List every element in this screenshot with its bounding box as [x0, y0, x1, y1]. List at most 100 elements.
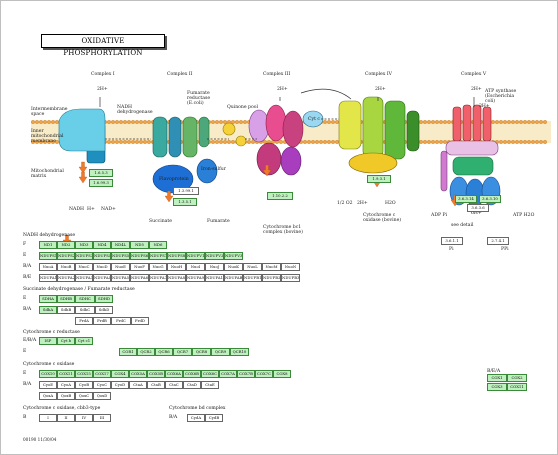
gene-box[interactable]: COX17 — [93, 370, 111, 378]
gene-box[interactable]: QCR2 — [137, 348, 155, 356]
gene-box[interactable]: NDUFS5 — [111, 252, 130, 260]
gene-box[interactable]: COX5A — [129, 370, 147, 378]
gene-box[interactable]: CtaD — [183, 381, 201, 389]
gene-box[interactable]: NuoC — [75, 263, 93, 271]
gene-box[interactable]: NuoF — [130, 263, 149, 271]
gene-box[interactable]: QoxD — [93, 392, 111, 400]
gene-box[interactable]: NDUFV2 — [205, 252, 224, 260]
gene-box[interactable]: NuoD — [93, 263, 111, 271]
gene-box[interactable]: COX6C — [201, 370, 219, 378]
gene-box[interactable]: CyoD — [111, 381, 129, 389]
gene-box[interactable]: COX6A — [165, 370, 183, 378]
ec-3-6-3-14[interactable]: 3.6.3.14 — [455, 195, 477, 203]
gene-box[interactable]: NuoE — [111, 263, 130, 271]
gene-box[interactable]: I — [39, 414, 57, 422]
gene-box[interactable]: SDHC — [75, 295, 95, 303]
gene-box[interactable]: CydB — [205, 414, 223, 422]
gene-box[interactable]: II — [57, 414, 75, 422]
gene-box[interactable]: NDUFAB1 — [224, 274, 243, 282]
gene-box[interactable]: ISP — [39, 337, 57, 345]
gene-box[interactable]: COX7B — [237, 370, 255, 378]
gene-box[interactable]: NDUFA7 — [149, 274, 167, 282]
gene-box[interactable]: COX6B — [183, 370, 201, 378]
gene-box[interactable]: COX10 — [39, 370, 57, 378]
gene-box[interactable]: NDUFB3 — [281, 274, 300, 282]
gene-box[interactable]: COX11 — [507, 383, 527, 391]
gene-box[interactable]: NDUFA4 — [93, 274, 111, 282]
gene-box[interactable]: NDUFA8 — [167, 274, 186, 282]
gene-box[interactable]: COX7C — [255, 370, 273, 378]
gene-box[interactable]: ND2 — [57, 241, 75, 249]
gene-box[interactable]: NDUFS7 — [149, 252, 167, 260]
gene-box[interactable]: NDUFB2 — [262, 274, 281, 282]
gene-box[interactable]: SdhA — [39, 306, 57, 314]
gene-box[interactable]: FrdB — [93, 317, 111, 325]
gene-box[interactable]: QoxA — [39, 392, 57, 400]
gene-box[interactable]: ND4 — [93, 241, 111, 249]
ec-1-9-3-1[interactable]: 1.9.3.1 — [367, 175, 391, 183]
gene-box[interactable]: ND1 — [39, 241, 57, 249]
gene-box[interactable]: CtaA — [129, 381, 147, 389]
gene-box[interactable]: NuoJ — [205, 263, 224, 271]
gene-box[interactable]: ND5 — [130, 241, 149, 249]
gene-box[interactable]: NDUFA9 — [186, 274, 205, 282]
gene-box[interactable]: COR1 — [119, 348, 137, 356]
gene-box[interactable]: ND3 — [75, 241, 93, 249]
gene-box[interactable]: NDUFS3 — [75, 252, 93, 260]
gene-box[interactable]: SDHA — [39, 295, 57, 303]
gene-box[interactable]: NDUFS4 — [93, 252, 111, 260]
gene-box[interactable]: COX5B — [147, 370, 165, 378]
gene-box[interactable]: FrdA — [75, 317, 93, 325]
gene-box[interactable]: NuoM — [262, 263, 281, 271]
gene-box[interactable]: NDUFA1 — [39, 274, 57, 282]
gene-box[interactable]: COX2 — [507, 374, 527, 382]
gene-box[interactable]: SdhC — [75, 306, 95, 314]
gene-box[interactable]: CtaC — [165, 381, 183, 389]
gene-box[interactable]: SdhB — [57, 306, 75, 314]
gene-box[interactable]: COX15 — [75, 370, 93, 378]
ec-1-10-2-2[interactable]: 1.10.2.2 — [267, 192, 293, 200]
gene-box[interactable]: QCR7 — [173, 348, 192, 356]
gene-box[interactable]: NDUFB1 — [243, 274, 262, 282]
gene-box[interactable]: COX4 — [111, 370, 129, 378]
gene-box[interactable]: CydA — [187, 414, 205, 422]
gene-box[interactable]: NDUFA3 — [75, 274, 93, 282]
gene-box[interactable]: COX1 — [487, 374, 507, 382]
gene-box[interactable]: SDHD — [95, 295, 113, 303]
ec-3-6-1-1[interactable]: 3.6.1.1 — [441, 237, 463, 245]
gene-box[interactable]: QCR6 — [155, 348, 173, 356]
gene-box[interactable]: NuoB — [57, 263, 75, 271]
gene-box[interactable]: COX3 — [487, 383, 507, 391]
gene-box[interactable]: NDUFV1 — [186, 252, 205, 260]
gene-box[interactable]: CyoC — [93, 381, 111, 389]
gene-box[interactable]: CtaB — [147, 381, 165, 389]
gene-box[interactable]: NDUFS2 — [57, 252, 75, 260]
gene-box[interactable]: QoxB — [57, 392, 75, 400]
gene-box[interactable]: NDUFA5 — [111, 274, 130, 282]
gene-box[interactable]: NuoG — [149, 263, 167, 271]
gene-box[interactable]: NuoK — [224, 263, 243, 271]
gene-box[interactable]: ND4L — [111, 241, 130, 249]
gene-box[interactable]: NDUFS8 — [167, 252, 186, 260]
gene-box[interactable]: COX8 — [273, 370, 291, 378]
gene-box[interactable]: QCR9 — [211, 348, 230, 356]
gene-box[interactable]: NuoI — [186, 263, 205, 271]
gene-box[interactable]: CyoB — [75, 381, 93, 389]
gene-box[interactable]: NuoA — [39, 263, 57, 271]
gene-box[interactable]: QCR8 — [192, 348, 211, 356]
gene-box[interactable]: NuoN — [281, 263, 300, 271]
gene-box[interactable]: COX11 — [57, 370, 75, 378]
ec-1-3-99-1[interactable]: 1.3.99.1 — [173, 187, 199, 195]
gene-box[interactable]: NDUFV3 — [224, 252, 243, 260]
gene-box[interactable]: NDUFA6 — [130, 274, 149, 282]
gene-box[interactable]: CtaE — [201, 381, 219, 389]
gene-box[interactable]: III — [93, 414, 111, 422]
gene-box[interactable]: QoxC — [75, 392, 93, 400]
gene-box[interactable]: CyoE — [39, 381, 57, 389]
gene-box[interactable]: NuoL — [243, 263, 262, 271]
gene-box[interactable]: NuoH — [167, 263, 186, 271]
ec-3-6-3-10[interactable]: 3.6.3.10 — [479, 195, 501, 203]
gene-box[interactable]: NDUFS1 — [39, 252, 57, 260]
gene-box[interactable]: FrdD — [131, 317, 149, 325]
gene-box[interactable]: FrdC — [111, 317, 131, 325]
